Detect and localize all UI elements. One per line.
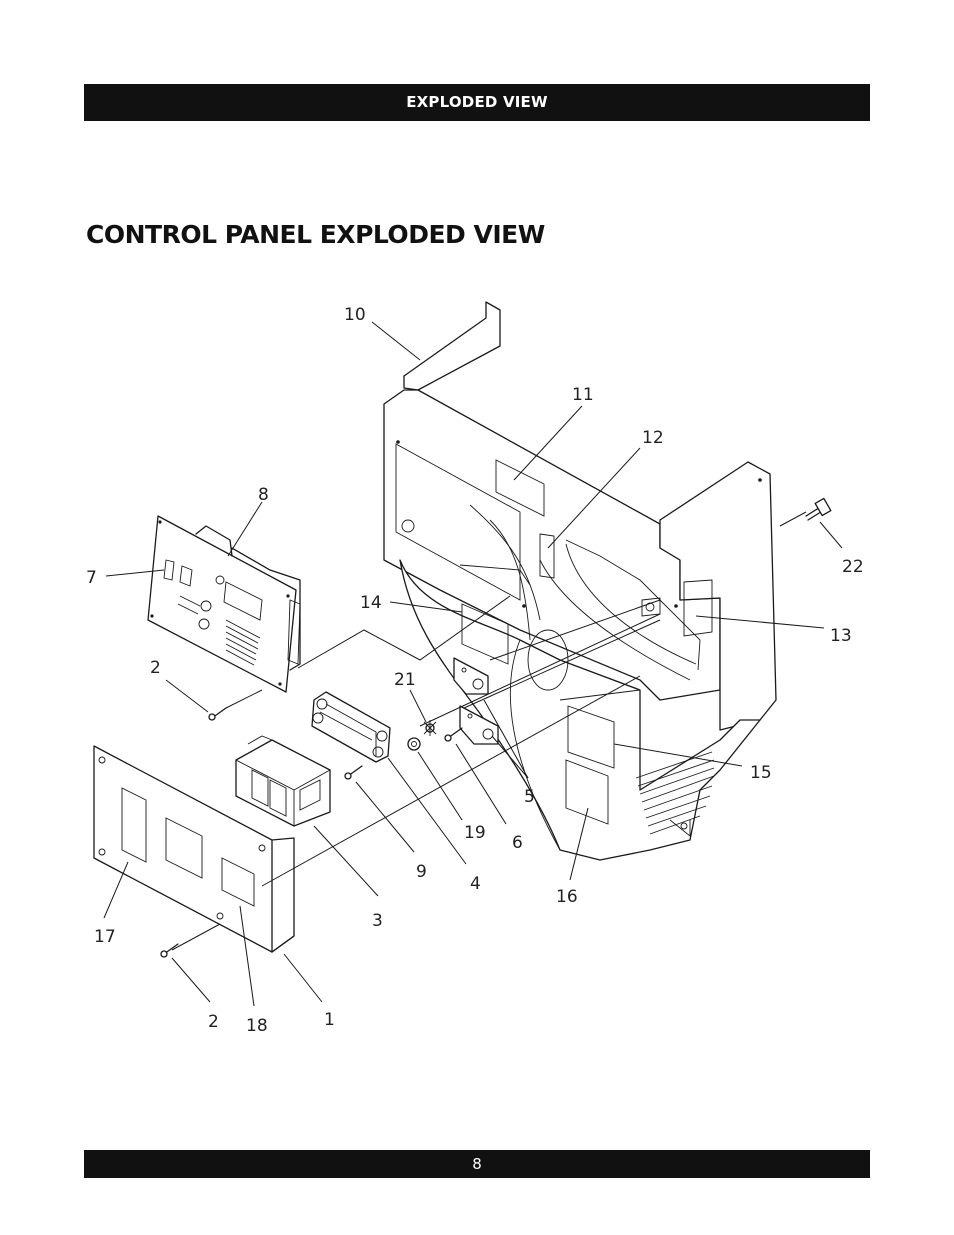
callout-3: 3 (372, 911, 383, 931)
callout-9: 9 (416, 862, 427, 882)
callout-19: 19 (464, 823, 486, 843)
label-17 (121, 787, 147, 863)
section-header-bar: EXPLODED VIEW (84, 84, 870, 121)
callout-2: 2 (150, 658, 161, 678)
label-15 (567, 705, 615, 769)
callout-21: 21 (394, 670, 416, 690)
callout-10: 10 (344, 305, 366, 325)
callout-11: 11 (572, 385, 594, 405)
page-title: CONTROL PANEL EXPLODED VIEW (86, 220, 545, 249)
callout-12: 12 (642, 428, 664, 448)
callout-7: 7 (86, 568, 97, 588)
callout-5: 5 (524, 787, 535, 807)
label-12 (539, 533, 555, 579)
callout-labels: 10 11 12 8 7 22 14 13 2 21 15 5 19 6 9 4… (86, 305, 864, 1036)
label-16 (565, 759, 609, 825)
callout-1: 1 (324, 1010, 335, 1030)
callout-8: 8 (258, 485, 269, 505)
terminal-block-upper (453, 657, 489, 695)
nut-19 (407, 737, 421, 751)
lock-washer-21 (423, 720, 437, 736)
callout-4: 4 (470, 874, 481, 894)
circuit-breaker (235, 735, 331, 827)
callout-18: 18 (246, 1016, 268, 1036)
callout-15: 15 (750, 763, 772, 783)
callout-16: 16 (556, 887, 578, 907)
callout-22: 22 (842, 557, 864, 577)
page-number: 8 (472, 1155, 482, 1173)
label-18 (221, 857, 255, 907)
module-text-lines (177, 595, 261, 666)
screw-9 (344, 765, 363, 780)
screw-2-upper (208, 707, 227, 721)
callout-13: 13 (830, 626, 852, 646)
footer-bar: 8 (84, 1150, 870, 1178)
leader-lines (103, 321, 843, 1007)
control-panel-housing (383, 301, 777, 861)
callout-6: 6 (512, 833, 523, 853)
control-module (147, 515, 301, 693)
label-11 (495, 459, 545, 517)
callout-17: 17 (94, 927, 116, 947)
terminal-block-lower (459, 705, 499, 745)
callout-14: 14 (360, 593, 382, 613)
vent-grille (635, 751, 715, 835)
callout-2-lower: 2 (208, 1012, 219, 1032)
screw-6 (444, 727, 463, 742)
screw-2-lower (160, 943, 179, 958)
front-cover-plate (93, 745, 295, 953)
section-header-label: EXPLODED VIEW (406, 93, 548, 111)
breaker-bracket (311, 691, 391, 763)
screw-22 (805, 497, 832, 521)
